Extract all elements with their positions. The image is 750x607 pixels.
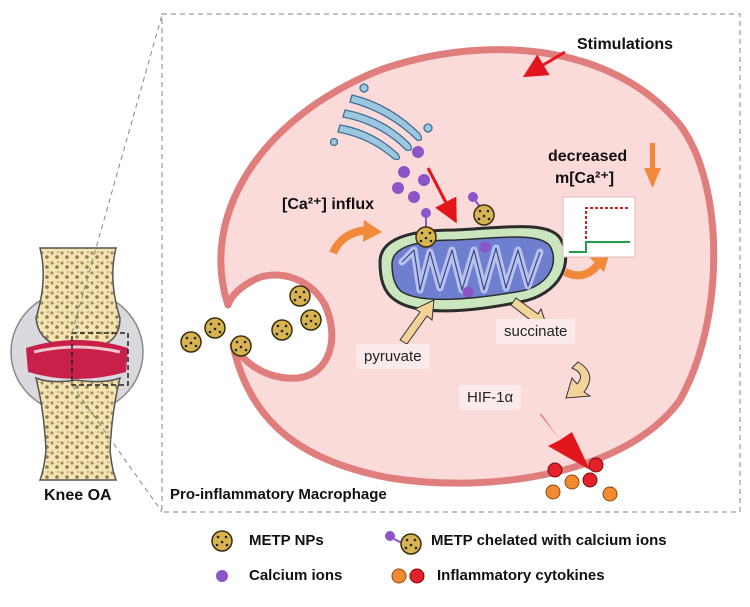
legend-metp-nps-label: METP NPs (249, 532, 324, 549)
pyruvate-arrow (399, 299, 435, 345)
released-cytokines (545, 457, 618, 502)
chelated-metp-near-mito-2 (468, 192, 495, 226)
influx-curved-arrowhead (363, 220, 382, 242)
succinate-to-hif-arrow (565, 361, 592, 399)
legend-metp-np-icon (211, 530, 233, 552)
mitochondrion (378, 225, 568, 313)
legend-chelated-icon (385, 531, 422, 555)
legend-cytokines-label: Inflammatory cytokines (437, 567, 605, 584)
knee-oa-label: Knee OA (44, 487, 112, 504)
mca-label: m[Ca²⁺] (555, 170, 615, 187)
decreased-arrow-icon (644, 143, 661, 188)
succinate-box: succinate (496, 319, 576, 344)
stimulations-label: Stimulations (577, 36, 674, 53)
hif-box: HIF-1α (459, 385, 522, 410)
panel-title: Pro-inflammatory Macrophage (170, 486, 387, 503)
legend-chelated-label: METP chelated with calcium ions (431, 532, 667, 549)
golgi-apparatus (329, 83, 433, 161)
calcium-to-mito-arrow (426, 167, 457, 224)
legend-calcium-icon (216, 570, 228, 582)
hif-to-cytokine-arrow (540, 414, 590, 470)
legend-calcium-label: Calcium ions (249, 567, 343, 584)
ca-influx-label: [Ca²⁺] influx (282, 196, 374, 213)
mca-mini-chart (562, 196, 636, 258)
zoom-line-top (71, 14, 163, 334)
calcium-ions-cluster (392, 146, 491, 298)
stimulations-arrow (522, 50, 566, 78)
metp-nps-outside (180, 285, 322, 357)
chelated-metp-near-mito-1 (415, 208, 437, 248)
pyruvate-box: pyruvate (356, 344, 430, 369)
legend-cytokine-icon (391, 568, 425, 584)
decreased-label: decreased (548, 148, 628, 165)
knee-joint-illustration (10, 247, 144, 481)
zoom-line-bottom (71, 384, 163, 513)
